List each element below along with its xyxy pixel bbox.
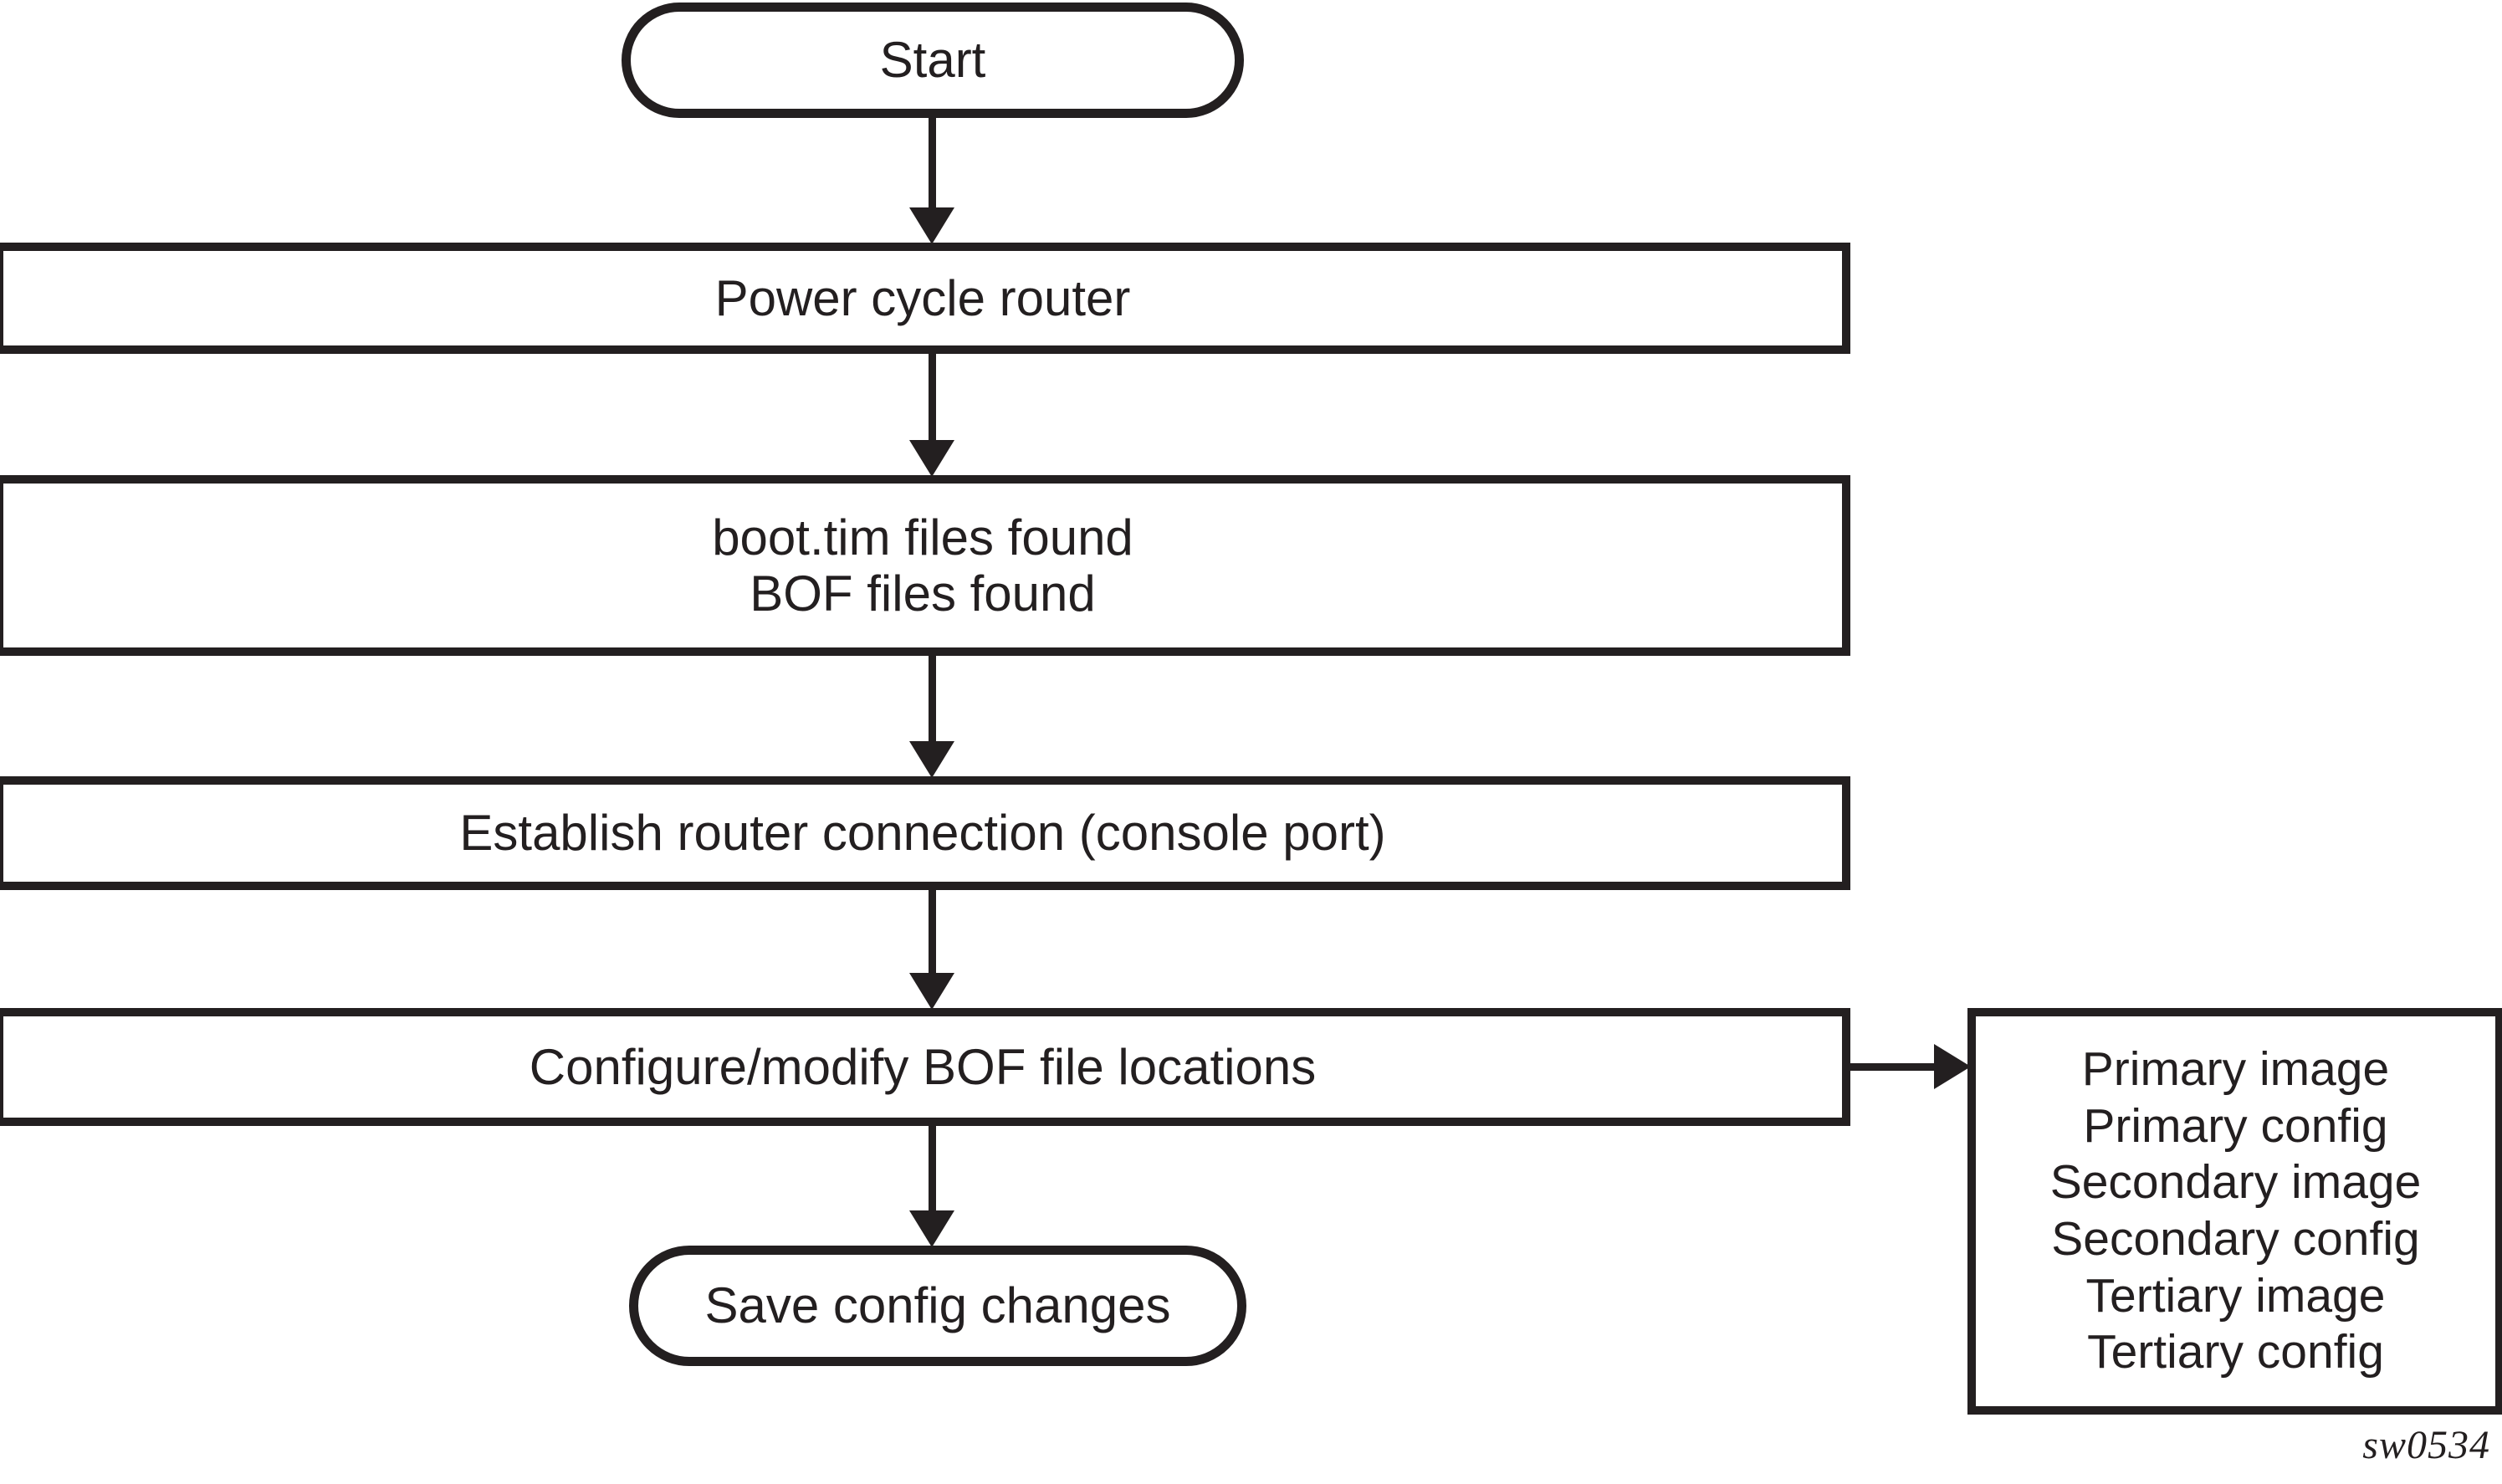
arrowhead-down-icon (909, 741, 954, 778)
flow-node-power-cycle-router: Power cycle router (0, 243, 1850, 354)
flow-node-save-config-changes: Save config changes (629, 1246, 1246, 1366)
arrowhead-down-icon (909, 207, 954, 244)
flow-node-start-label: Start (879, 32, 986, 89)
connector-power-to-bootfiles (929, 354, 936, 442)
flow-node-boot-files-found: boot.tim files found BOF files found (0, 475, 1850, 656)
figure-caption: sw0534 (2362, 1423, 2490, 1467)
flow-node-bof-file-locations-list-label: Primary image Primary config Secondary i… (2049, 1042, 2422, 1379)
arrowhead-down-icon (909, 440, 954, 477)
arrowhead-down-icon (909, 973, 954, 1010)
flow-node-start: Start (622, 3, 1244, 118)
flow-node-establish-router-connection-label: Establish router connection (console por… (459, 805, 1386, 862)
flow-node-save-config-changes-label: Save config changes (704, 1277, 1171, 1334)
flow-node-bof-file-locations-list: Primary image Primary config Secondary i… (1967, 1008, 2502, 1415)
arrowhead-right-icon (1934, 1044, 1971, 1089)
connector-configure-to-bof-list (1850, 1063, 1942, 1071)
flow-node-configure-bof-file-locations: Configure/modify BOF file locations (0, 1008, 1850, 1126)
connector-configure-to-save (929, 1126, 936, 1213)
connector-start-to-power (929, 117, 936, 209)
connector-establish-to-configure (929, 890, 936, 975)
flow-node-power-cycle-router-label: Power cycle router (714, 269, 1131, 326)
flow-node-boot-files-found-label: boot.tim files found BOF files found (712, 509, 1133, 622)
connector-bootfiles-to-establish (929, 656, 936, 743)
arrowhead-down-icon (909, 1210, 954, 1247)
flow-node-establish-router-connection: Establish router connection (console por… (0, 776, 1850, 890)
flow-node-configure-bof-file-locations-label: Configure/modify BOF file locations (529, 1038, 1317, 1095)
